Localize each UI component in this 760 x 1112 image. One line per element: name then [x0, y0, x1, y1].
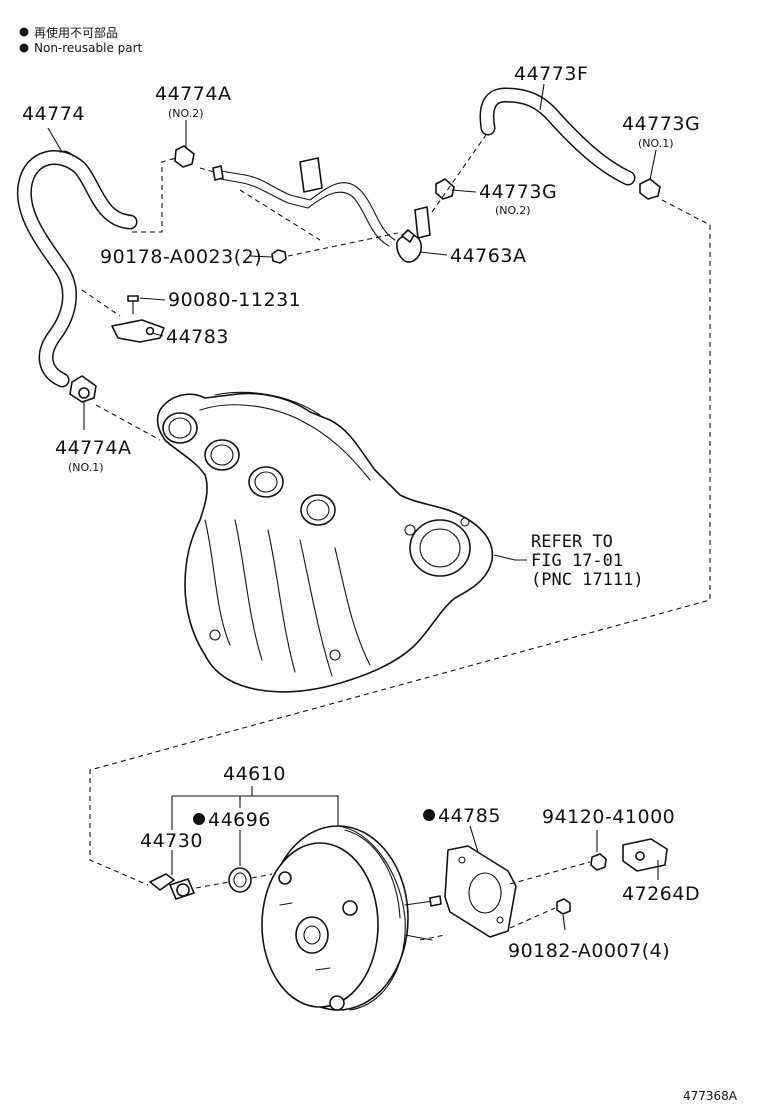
label-44773G-no2: 44773G	[479, 181, 557, 203]
clamp-44773G-no2	[435, 178, 455, 200]
vacuum-pipe	[212, 157, 431, 247]
nut-90178	[271, 249, 287, 264]
nut-94120	[590, 853, 607, 871]
leader-lines	[47, 83, 659, 931]
bracket-44783	[111, 319, 165, 343]
label-44774: 44774	[22, 103, 85, 125]
label-44730: 44730	[140, 830, 203, 852]
label-44773G-no1: 44773G	[622, 113, 700, 135]
non-reusable-marker-44785	[423, 809, 435, 821]
non-reusable-bullet-icon	[19, 27, 29, 37]
label-44783: 44783	[166, 326, 229, 348]
label-44696: 44696	[208, 809, 271, 831]
intake-manifold	[156, 391, 494, 693]
bolt-90080	[127, 295, 139, 315]
check-valve-44730	[149, 873, 195, 900]
clip-47264D	[622, 838, 668, 872]
clamp-44774A-no1	[69, 375, 97, 403]
legend: 再使用不可部品 Non-reusable part	[19, 25, 143, 55]
union-44763A	[396, 229, 422, 263]
label-44763A: 44763A	[450, 245, 526, 267]
label-90182: 90182-A0007(4)	[508, 940, 670, 962]
grommet-44696	[228, 867, 252, 893]
label-44785: 44785	[438, 805, 501, 827]
part-labels: 44774 44774A (NO.2) 44773F 44773G (NO.1)…	[22, 63, 738, 1103]
label-44773G-no1-sub: (NO.1)	[638, 137, 674, 150]
label-44774A-no1-sub: (NO.1)	[68, 461, 104, 474]
non-reusable-marker-44696	[193, 813, 205, 825]
label-44774A-no2: 44774A	[155, 83, 231, 105]
hose-44773F	[479, 87, 636, 186]
ref-line-3: (PNC 17111)	[531, 570, 644, 590]
legend-en: Non-reusable part	[34, 41, 143, 55]
label-44774A-no1: 44774A	[55, 437, 131, 459]
label-44610: 44610	[223, 763, 286, 785]
label-90080: 90080-11231	[168, 289, 301, 311]
illustration-id: 477368A	[683, 1089, 738, 1103]
non-reusable-bullet-icon	[19, 43, 29, 53]
nut-90182	[556, 898, 571, 915]
clamp-44773G-no1	[639, 178, 661, 200]
ref-line-2: FIG 17-01	[531, 551, 623, 571]
legend-jp: 再使用不可部品	[34, 25, 118, 40]
brake-booster-44610	[261, 825, 442, 1011]
label-94120: 94120-41000	[542, 806, 675, 828]
label-47264D: 47264D	[622, 883, 700, 905]
assembly-lines	[81, 131, 711, 941]
label-44773G-no2-sub: (NO.2)	[495, 204, 531, 217]
ref-line-1: REFER TO	[531, 532, 613, 552]
label-90178: 90178-A0023(2)	[100, 246, 262, 268]
label-44773F: 44773F	[514, 63, 588, 85]
label-44774A-no2-sub: (NO.2)	[168, 107, 204, 120]
clamp-44774A-no2	[174, 145, 195, 168]
gasket-44785	[444, 845, 517, 938]
